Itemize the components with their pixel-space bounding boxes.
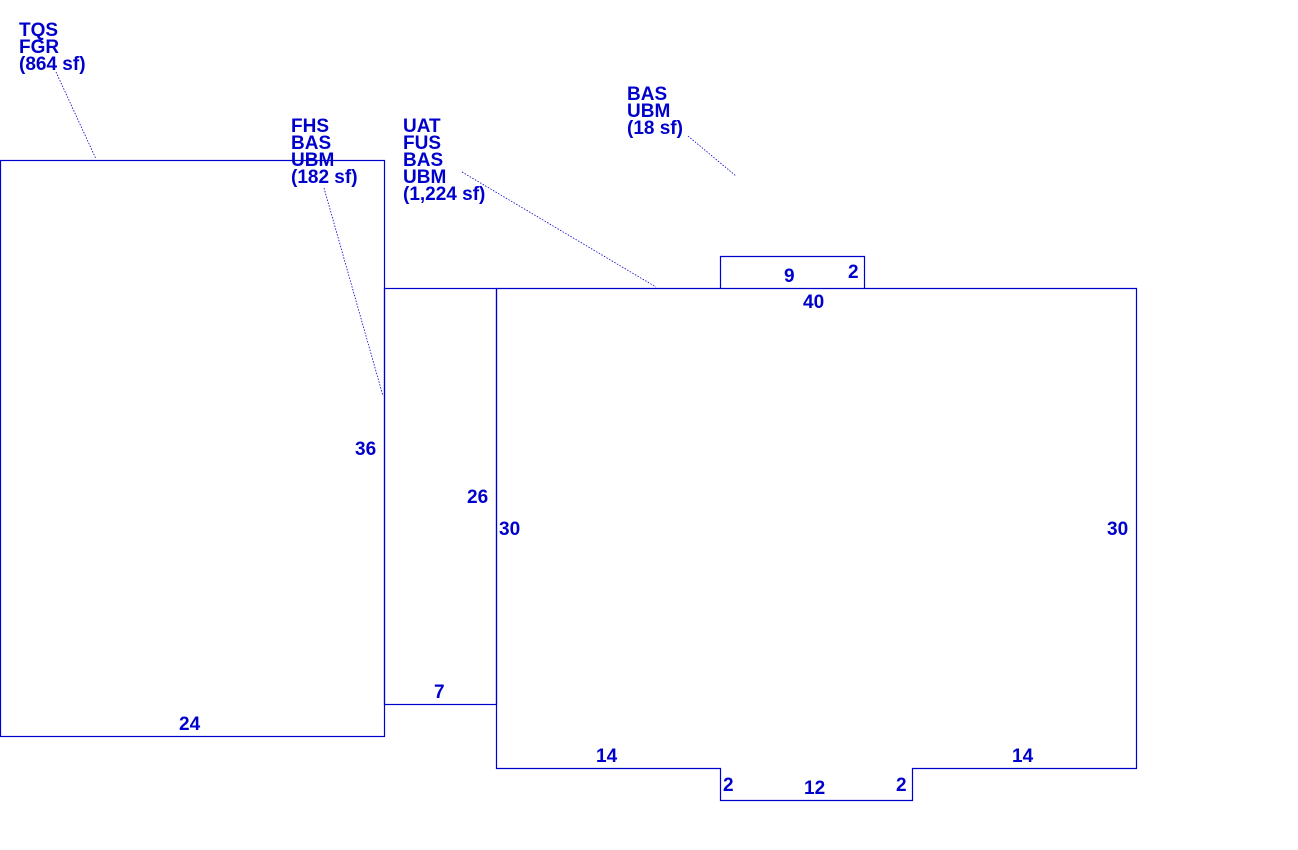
dim-main-bottom-left: 14 (596, 746, 618, 767)
dim-bump-width: 9 (784, 266, 795, 287)
main-leader-line (461, 171, 657, 288)
main-code-3: BAS (403, 150, 443, 171)
breezeway-code-3: UBM (291, 150, 334, 171)
main-code-1: UAT (403, 116, 441, 137)
dim-bay-bottom: 12 (804, 778, 825, 799)
dim-garage-bottom: 24 (179, 714, 201, 735)
garage-leader-line (55, 71, 97, 160)
dim-main-right: 30 (1107, 519, 1128, 540)
breezeway-code-1: FHS (291, 116, 329, 137)
dim-bay-right: 2 (896, 775, 907, 796)
main-code-2: FUS (403, 133, 441, 154)
garage-code-2: FGR (19, 37, 59, 58)
bump-outline (719, 255, 866, 289)
dim-breezeway-bottom: 7 (434, 682, 445, 703)
garage-area-value: (864 sf) (19, 54, 86, 75)
breezeway-area-label: FHS BAS UBM (182 sf) (291, 116, 358, 188)
bump-code-2: UBM (627, 101, 670, 122)
garage-code-1: TQS (19, 20, 58, 41)
main-area-label: UAT FUS BAS UBM (1,224 sf) (403, 116, 485, 205)
breezeway-area-value: (182 sf) (291, 167, 358, 188)
dim-garage-left: 36 (355, 439, 376, 460)
bump-code-1: BAS (627, 84, 667, 105)
dim-breezeway-left: 26 (467, 487, 488, 508)
main-house-outline (495, 287, 1138, 802)
breezeway-code-2: BAS (291, 133, 331, 154)
garage-area-label: TQS FGR (864 sf) (19, 20, 86, 75)
breezeway-leader-line (323, 187, 384, 397)
dimension-labels: 36 24 26 7 40 30 30 14 14 2 12 2 9 2 (179, 262, 1128, 799)
dim-main-left: 30 (499, 519, 520, 540)
dim-bump-depth: 2 (848, 262, 859, 283)
dim-bay-left: 2 (723, 775, 734, 796)
dim-main-top: 40 (803, 292, 824, 313)
main-area-value: (1,224 sf) (403, 184, 485, 205)
dim-main-bottom-right: 14 (1012, 746, 1034, 767)
garage-outline (0, 159, 386, 738)
bump-leader-line (687, 135, 737, 177)
bump-area-value: (18 sf) (627, 118, 683, 139)
bump-area-label: BAS UBM (18 sf) (627, 84, 683, 139)
main-code-4: UBM (403, 167, 446, 188)
